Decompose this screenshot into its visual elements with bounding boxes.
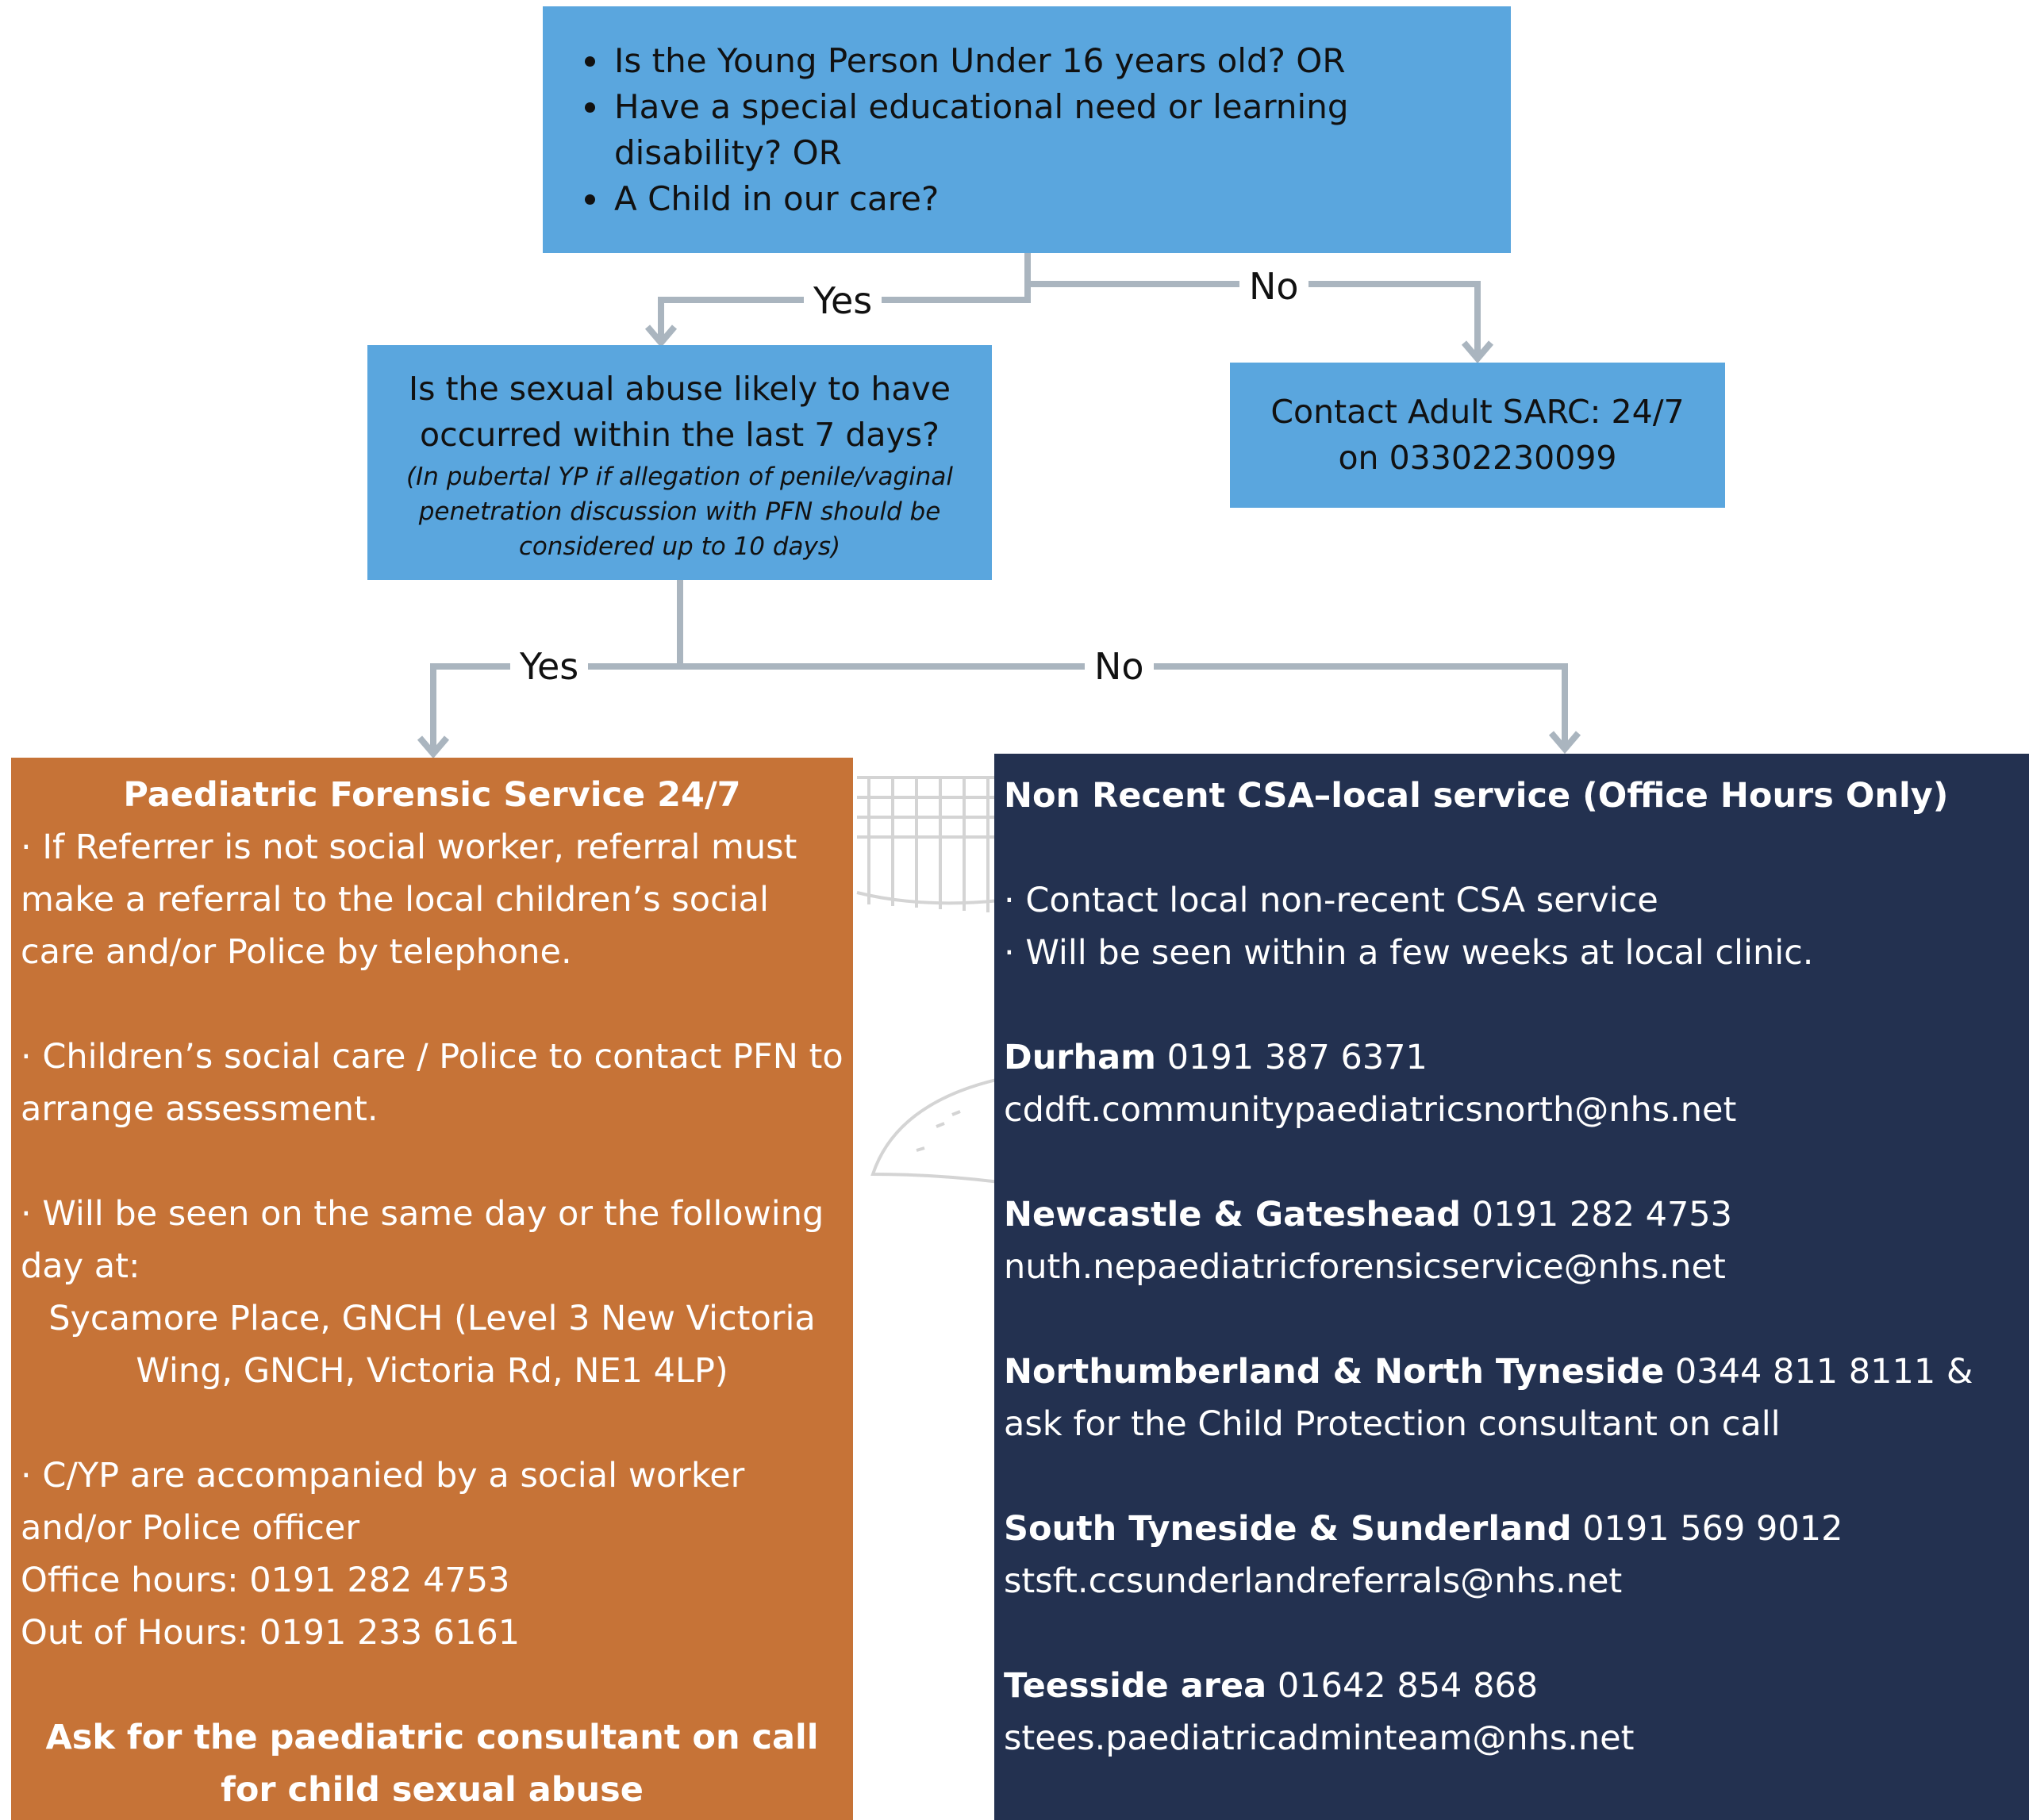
- adult-sarc-line1: Contact Adult SARC: 24/7: [1270, 393, 1685, 431]
- question-item: A Child in our care?: [611, 176, 1511, 222]
- label-no-q2: No: [1085, 644, 1154, 689]
- contact-area: Durham: [1004, 1038, 1156, 1077]
- pfs-seen-text: · Will be seen on the same day or the fo…: [21, 1194, 824, 1286]
- contact-area: Newcastle & Gateshead: [1004, 1195, 1462, 1234]
- csa-title: Non Recent CSA–local service (Office Hou…: [1004, 776, 1949, 816]
- arrowhead-q2: [644, 324, 678, 348]
- question-young-person-list: Is the Young Person Under 16 years old? …: [543, 6, 1511, 222]
- pfs-title: Paediatric Forensic Service 24/7: [123, 775, 741, 815]
- csa-bullet-seen: · Will be seen within a few weeks at loc…: [1004, 933, 1814, 973]
- pfs-office-hours: Office hours: 0191 282 4753: [21, 1561, 510, 1600]
- non-recent-csa-box: Non Recent CSA–local service (Office Hou…: [994, 754, 2029, 1820]
- contact-teesside: Teesside area 01642 854 868: [1004, 1660, 2029, 1712]
- contact-area: Teesside area: [1004, 1666, 1267, 1706]
- paediatric-forensic-service-box: Paediatric Forensic Service 24/7 · If Re…: [11, 758, 853, 1820]
- question-item: Is the Young Person Under 16 years old? …: [611, 38, 1511, 84]
- pfs-out-of-hours: Out of Hours: 0191 233 6161: [21, 1613, 521, 1653]
- label-no-q1: No: [1239, 264, 1308, 309]
- question-recent-abuse-text: Is the sexual abuse likely to have occur…: [409, 370, 951, 454]
- pfs-accompanied-text: · C/YP are accompanied by a social worke…: [21, 1456, 745, 1548]
- adult-sarc-box: Contact Adult SARC: 24/7 on 03302230099: [1230, 363, 1725, 508]
- decorative-sketch: [856, 776, 1000, 1185]
- contact-area: South Tyneside & Sunderland: [1004, 1509, 1572, 1549]
- contact-email: cddft.communitypaediatricsnorth@nhs.net: [1004, 1090, 1737, 1130]
- question-young-person-box: Is the Young Person Under 16 years old? …: [543, 6, 1511, 253]
- contact-phone: 0191 387 6371: [1166, 1038, 1428, 1077]
- contact-newcastle: Newcastle & Gateshead 0191 282 4753: [1004, 1188, 2029, 1241]
- arrowhead-adult: [1461, 340, 1494, 364]
- arrowhead-pfs: [417, 735, 450, 759]
- contact-email: stees.paediatricadminteam@nhs.net: [1004, 1718, 1635, 1758]
- label-yes-q2: Yes: [510, 644, 589, 689]
- question-recent-abuse-box: Is the sexual abuse likely to have occur…: [367, 345, 992, 580]
- contact-northumberland: Northumberland & North Tyneside 0344 811…: [1004, 1346, 2029, 1450]
- pfs-location: Sycamore Place, GNCH (Level 3 New Victor…: [48, 1299, 816, 1391]
- pfs-footer: Ask for the paediatric consultant on cal…: [45, 1718, 819, 1810]
- label-yes-q1: Yes: [804, 278, 882, 323]
- contact-area: Northumberland & North Tyneside: [1004, 1352, 1665, 1392]
- connector-q1-no: [1028, 281, 1481, 355]
- question-item: Have a special educational need or learn…: [611, 84, 1511, 176]
- contact-phone: 0344 811 8111 & ask for the Child Protec…: [1004, 1352, 1973, 1444]
- connector-q2-no: [680, 663, 1568, 746]
- contact-email: nuth.nepaediatricforensicservice@nhs.net: [1004, 1247, 1726, 1287]
- pfs-contact-text: · Children’s social care / Police to con…: [21, 1037, 843, 1129]
- question-recent-abuse-note: (In pubertal YP if allegation of penile/…: [405, 463, 953, 561]
- adult-sarc-line2: on 03302230099: [1338, 439, 1617, 477]
- pfs-referral-text: · If Referrer is not social worker, refe…: [21, 827, 797, 972]
- contact-email: stsft.ccsunderlandreferrals@nhs.net: [1004, 1561, 1623, 1601]
- contact-phone: 01642 854 868: [1277, 1666, 1539, 1706]
- arrowhead-csa: [1548, 731, 1581, 754]
- contact-durham: Durham 0191 387 6371: [1004, 1031, 2029, 1084]
- connector-q2-yes: [430, 663, 680, 750]
- contact-south-tyneside: South Tyneside & Sunderland 0191 569 901…: [1004, 1503, 2029, 1555]
- contact-phone: 0191 282 4753: [1471, 1195, 1733, 1234]
- csa-bullet-contact: · Contact local non-recent CSA service: [1004, 881, 1658, 920]
- contact-phone: 0191 569 9012: [1582, 1509, 1843, 1549]
